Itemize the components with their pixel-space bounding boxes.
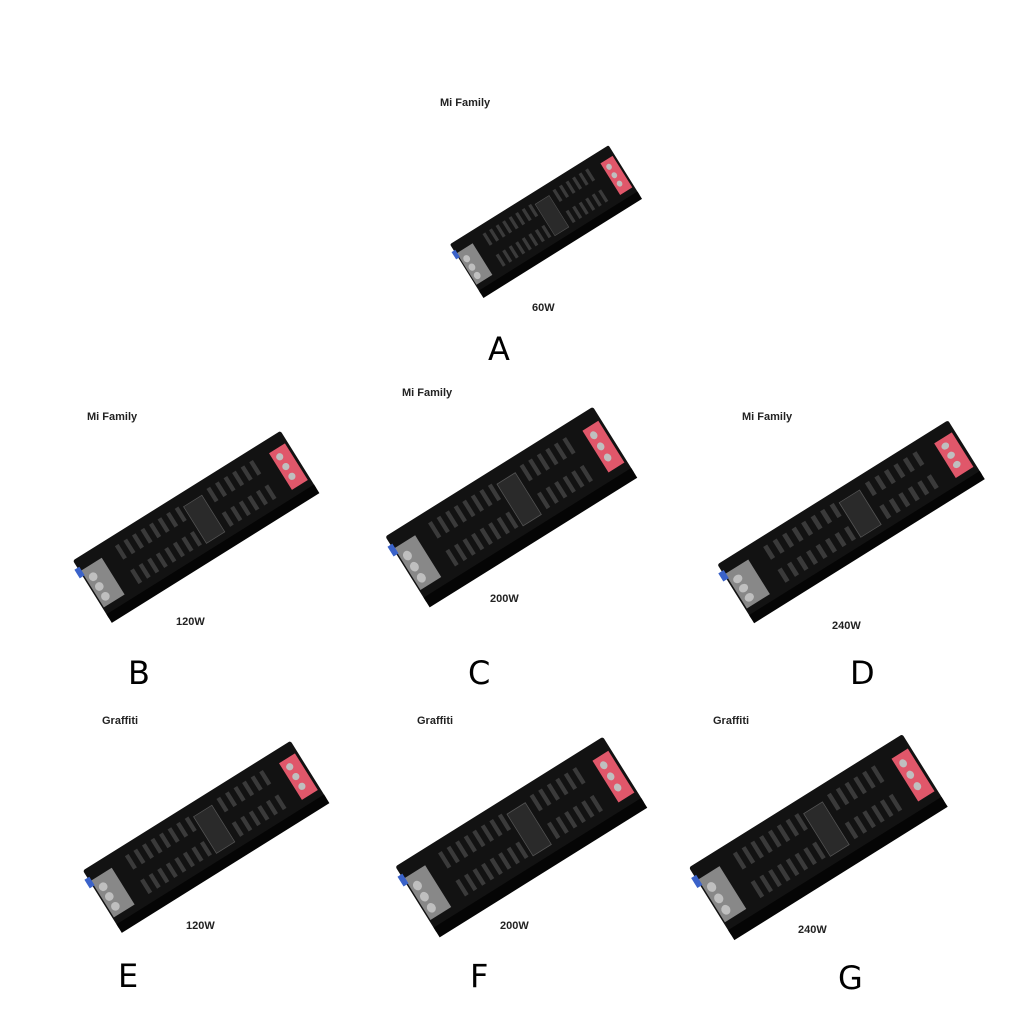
power-supply-image-e <box>70 720 340 950</box>
wattage-label-b: 120W <box>176 616 205 628</box>
power-supply-image-d <box>705 410 995 630</box>
power-supply-image-c <box>375 395 645 615</box>
power-supply-image-b <box>60 410 330 640</box>
power-supply-image-a <box>440 140 650 300</box>
wattage-label-a: 60W <box>532 302 555 314</box>
product-letter-f: F <box>470 957 489 995</box>
wattage-label-d: 240W <box>832 620 861 632</box>
brand-label-f: Graffiti <box>417 715 454 727</box>
power-supply-image-g <box>680 725 955 945</box>
brand-label-b: Mi Family <box>87 411 138 423</box>
wattage-label-c: 200W <box>490 593 519 605</box>
wattage-label-g: 240W <box>798 924 827 936</box>
brand-label-d: Mi Family <box>742 411 793 423</box>
brand-label-e: Graffiti <box>102 715 139 727</box>
brand-label-a: Mi Family <box>440 97 491 109</box>
wattage-label-f: 200W <box>500 920 529 932</box>
product-letter-d: D <box>850 654 875 692</box>
power-supply-image-f <box>385 725 655 945</box>
product-letter-e: E <box>118 957 139 995</box>
product-letter-c: C <box>468 654 491 692</box>
brand-label-c: Mi Family <box>402 387 453 399</box>
brand-label-g: Graffiti <box>713 715 750 727</box>
product-letter-b: B <box>128 654 150 692</box>
product-letter-a: A <box>488 330 510 368</box>
wattage-label-e: 120W <box>186 920 215 932</box>
product-letter-g: G <box>838 959 863 997</box>
